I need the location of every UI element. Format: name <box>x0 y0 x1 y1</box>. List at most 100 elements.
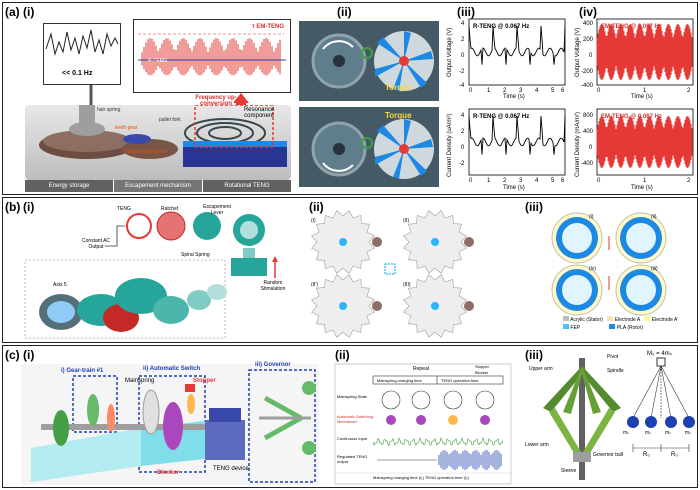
svg-text:-2: -2 <box>459 69 465 75</box>
r-teng-voltage-xlabel: Time (s) <box>503 94 525 100</box>
spindle-label: Spindle <box>607 368 624 374</box>
pivot-label: Pivot <box>607 354 619 360</box>
disk-state-i: (i) <box>589 214 594 220</box>
torque-photo-bottom-drawing <box>311 119 434 179</box>
svg-text:4: 4 <box>461 21 465 27</box>
legend-pla: PLA (Rotor) <box>616 325 643 331</box>
svg-text:4: 4 <box>461 113 465 119</box>
svg-text:2: 2 <box>503 178 507 184</box>
ratchet-schematic <box>24 211 278 339</box>
low-freq-label: << 0.1 Hz <box>62 70 93 77</box>
svg-text:-200: -200 <box>581 69 594 75</box>
legend-swatch-electrode-a-prime <box>644 316 651 321</box>
svg-text:0: 0 <box>589 53 593 59</box>
svg-text:-2: -2 <box>459 161 465 167</box>
torque-label-top: Torque <box>385 83 412 92</box>
legend-electrode-a-prime: Electrode A' <box>651 317 679 323</box>
svg-text:1: 1 <box>643 178 647 184</box>
em-teng-current-ylabel: Current Density (mA/m²) <box>575 112 581 177</box>
svg-text:1: 1 <box>643 88 647 94</box>
panel-b-i: (i) TENG Ratchet Escapement Lev <box>21 200 295 340</box>
panel-c-iii: (iii) Upper arm <box>523 348 695 485</box>
state-2p: (II') <box>311 282 319 288</box>
panel-b-iii-label: (iii) <box>525 200 543 214</box>
mechanism-render: Resonance component hair spring pallet f… <box>25 104 291 180</box>
mechanism-footer: Energy storage Escapement mechanism Rota… <box>25 180 291 192</box>
legend-blocker: Blocker <box>475 370 489 375</box>
upper-arm-label: Upper arm <box>529 366 553 372</box>
m-label-2: mₛ <box>645 430 652 436</box>
governor-ball-label: Governor ball <box>593 452 624 458</box>
svg-text:6: 6 <box>561 178 565 184</box>
svg-text:0: 0 <box>597 178 601 184</box>
ratchet-pawl <box>464 301 474 311</box>
legend-acrylic: Acrylic (Stator) <box>570 317 603 323</box>
ratchet-hub <box>431 238 439 246</box>
panel-c-iii-label: (iii) <box>525 348 543 362</box>
r-teng-current-ylabel: Current Density (uA/m²) <box>447 114 453 177</box>
footer-energy-storage: Energy storage <box>25 180 113 192</box>
em-teng-current-title: EM-TENG @ 0.067 Hz <box>601 114 662 120</box>
constant-output-label: Constant AC Output <box>81 238 111 250</box>
legend-electrode-a: Electrode A <box>614 317 640 323</box>
ratchet-hub <box>339 238 347 246</box>
state-1: (I) <box>311 218 316 224</box>
svg-text:-4: -4 <box>459 83 465 89</box>
resonance-label: Resonance component <box>243 107 275 119</box>
disk-state-iii: (iii) <box>651 266 658 272</box>
mass-formula: M₀ = 4mₛ <box>647 351 672 357</box>
svg-text:0: 0 <box>597 88 601 94</box>
escapement-lever-label: Escapement Lever <box>203 204 231 216</box>
hair-spring-label: hair spring <box>97 107 121 113</box>
torque-photo-bottom: Torque <box>299 107 439 187</box>
random-stimulation-label: Random Stimulation <box>260 280 286 292</box>
r0-label-2: R₀ <box>671 452 678 458</box>
m-label-4: mₛ <box>685 430 692 436</box>
teng-waveform: R-TENG <box>138 33 286 76</box>
svg-text:0: 0 <box>469 178 473 184</box>
disk-center <box>626 275 656 305</box>
sleeve-label: Sleeve <box>561 468 577 474</box>
regulation-diagram <box>334 363 512 485</box>
state-3: (III) <box>403 282 411 288</box>
svg-text:800: 800 <box>583 113 594 119</box>
panel-a-ii: (ii) Torque Torque <box>297 5 441 192</box>
svg-text:400: 400 <box>583 129 594 135</box>
r-teng-voltage-ylabel: Output Voltage (V) <box>447 28 453 77</box>
stopper-label: Stopper <box>193 378 216 384</box>
panel-b-ii: (ii) (I) (II) (II') (III) <box>299 200 483 340</box>
disk-state-iv: (iv) <box>589 266 596 272</box>
disk-legend: Acrylic (Stator) Electrode A Electrode A… <box>563 316 693 332</box>
svg-text:5: 5 <box>551 88 555 94</box>
row-label-output: Regulated TENG output <box>337 454 368 464</box>
svg-text:2: 2 <box>461 37 465 43</box>
row-c-label: (c) <box>5 348 20 362</box>
svg-text:6: 6 <box>561 88 565 94</box>
r-teng-current-title: R-TENG @ 0.067 Hz <box>473 114 529 120</box>
row-c: (c) (i) <box>2 345 698 488</box>
charging-label: Mainspring charging time <box>377 378 422 383</box>
ratchet-hub <box>431 302 439 310</box>
spiral-spring-label: Spiral Spring <box>181 252 210 258</box>
row-a: (a) (i) << 0.1 Hz τ EM-TENG R-TENG Fr <box>2 2 698 195</box>
m-label-1: mₛ <box>623 430 630 436</box>
row-label-mainspring: Mainspring State <box>337 394 368 399</box>
r-teng-wave-label: R-TENG <box>148 58 167 64</box>
torque-label-bottom: Torque <box>385 111 412 120</box>
panel-a-iv: (iv) EM-TENG @ 0.067 Hz Output Voltage (… <box>571 5 697 192</box>
lower-arm-label: Lower arm <box>525 442 549 448</box>
torque-photo-top: Torque <box>299 21 439 101</box>
svg-text:2: 2 <box>687 88 691 94</box>
teng-label: TENG <box>117 206 131 212</box>
svg-text:1: 1 <box>487 178 491 184</box>
gear-train-label: i) Gear-train #1 <box>61 368 104 374</box>
em-teng-voltage-xlabel: Time (s) <box>631 94 653 100</box>
blocker-label: Blocker <box>157 470 180 476</box>
ratchet-pawl <box>464 237 474 247</box>
mechanism-illustration <box>39 104 287 167</box>
panel-a-iv-label: (iv) <box>579 5 597 19</box>
legend-fep: FEP <box>570 325 581 331</box>
legend-swatch-acrylic <box>563 316 569 321</box>
low-freq-wave <box>45 29 119 56</box>
teeth-gear-label: teeth gear <box>115 125 138 131</box>
